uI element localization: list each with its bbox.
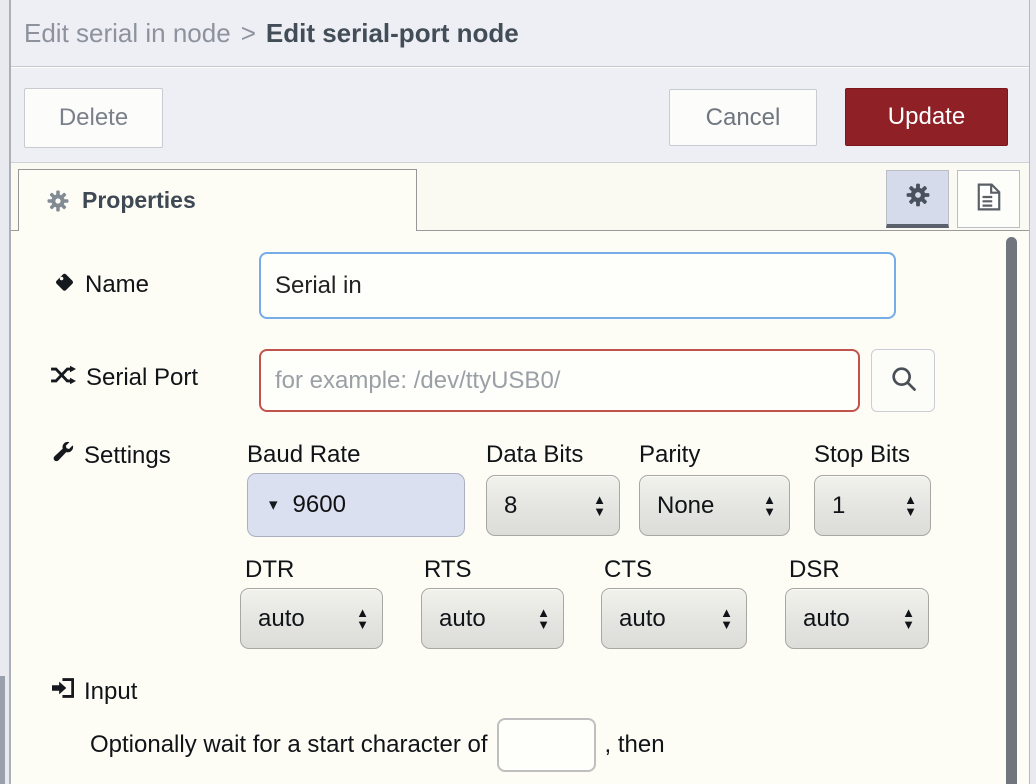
shuffle-icon — [50, 364, 76, 392]
input-section-label: Input — [52, 677, 137, 706]
caret-down-icon: ▾ — [269, 495, 278, 514]
stop-bits-header: Stop Bits — [814, 441, 911, 468]
workspace-right-edge — [1029, 0, 1036, 784]
start-character-input[interactable] — [496, 718, 596, 772]
parity-header: Parity — [639, 441, 701, 468]
serial-port-search-button[interactable] — [871, 349, 935, 412]
serial-port-input[interactable] — [259, 349, 860, 412]
up-down-arrows-icon: ▲▼ — [593, 491, 606, 519]
breadcrumb-parent[interactable]: Edit serial in node — [24, 17, 231, 48]
cts-select[interactable]: auto ▲▼ — [601, 588, 747, 649]
dtr-header: DTR — [245, 556, 295, 583]
document-icon — [977, 183, 1001, 216]
up-down-arrows-icon: ▲▼ — [902, 604, 915, 632]
tab-bar: Properties — [11, 163, 1029, 231]
tab-properties-label: Properties — [82, 187, 196, 213]
parity-select[interactable]: None ▲▼ — [639, 475, 790, 536]
rts-header: RTS — [424, 556, 472, 583]
dsr-value: auto — [803, 604, 850, 632]
dialog-scrollbar-thumb[interactable] — [1006, 237, 1017, 784]
gear-icon — [906, 183, 930, 212]
serial-port-field-label: Serial Port — [50, 364, 198, 392]
cancel-button[interactable]: Cancel — [669, 89, 817, 146]
dsr-header: DSR — [789, 556, 840, 583]
stop-bits-value: 1 — [832, 491, 846, 519]
input-section-label-text: Input — [84, 677, 138, 705]
workspace-left-edge — [0, 0, 11, 784]
name-label-text: Name — [85, 271, 150, 298]
name-field-label: Name — [54, 271, 149, 299]
update-button[interactable]: Update — [845, 88, 1008, 146]
wait-text-before: Optionally wait for a start character of — [90, 731, 488, 758]
magnifier-icon — [890, 365, 917, 397]
parity-value: None — [657, 491, 715, 519]
node-settings-button[interactable] — [886, 170, 949, 228]
baud-rate-value: 9600 — [292, 491, 346, 518]
serial-port-label-text: Serial Port — [86, 364, 199, 391]
rts-select[interactable]: auto ▲▼ — [421, 588, 564, 649]
node-docs-button[interactable] — [957, 170, 1020, 228]
sign-in-icon — [52, 677, 74, 706]
up-down-arrows-icon: ▲▼ — [904, 491, 917, 519]
wait-text-after: , then — [604, 731, 665, 758]
dialog-toolbar: Delete Cancel Update — [11, 68, 1029, 163]
dtr-select[interactable]: auto ▲▼ — [240, 588, 383, 649]
settings-field-label: Settings — [52, 441, 171, 470]
tag-icon — [54, 271, 75, 299]
wrench-icon — [52, 441, 74, 470]
baud-rate-header: Baud Rate — [247, 441, 361, 468]
left-scrollbar-thumb[interactable] — [0, 676, 5, 784]
breadcrumb-separator: > — [240, 17, 256, 48]
up-down-arrows-icon: ▲▼ — [720, 604, 733, 632]
settings-label-text: Settings — [84, 441, 171, 469]
breadcrumb-current: Edit serial-port node — [265, 17, 519, 48]
data-bits-header: Data Bits — [486, 441, 584, 468]
rts-value: auto — [439, 604, 486, 632]
gear-icon — [47, 190, 69, 212]
cts-value: auto — [619, 604, 666, 632]
dtr-value: auto — [258, 604, 305, 632]
cts-header: CTS — [604, 556, 652, 583]
up-down-arrows-icon: ▲▼ — [356, 604, 369, 632]
start-character-row: Optionally wait for a start character of… — [90, 716, 665, 774]
up-down-arrows-icon: ▲▼ — [537, 604, 550, 632]
data-bits-value: 8 — [504, 491, 518, 519]
data-bits-select[interactable]: 8 ▲▼ — [486, 475, 620, 536]
stop-bits-select[interactable]: 1 ▲▼ — [814, 475, 931, 536]
name-input[interactable] — [259, 252, 896, 319]
baud-rate-select[interactable]: ▾ 9600 — [247, 473, 465, 537]
breadcrumb: Edit serial in node > Edit serial-port n… — [11, 0, 1029, 67]
up-down-arrows-icon: ▲▼ — [763, 491, 776, 519]
tabbar-buttons — [886, 170, 1020, 228]
dsr-select[interactable]: auto ▲▼ — [785, 588, 929, 649]
tab-properties[interactable]: Properties — [18, 169, 417, 231]
delete-button[interactable]: Delete — [24, 88, 163, 148]
